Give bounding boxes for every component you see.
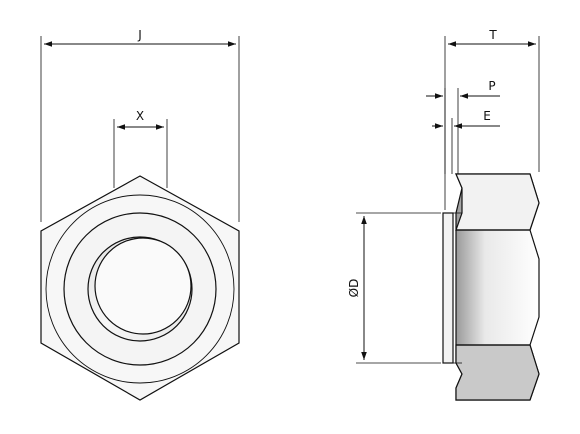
bore-inner <box>94 237 192 335</box>
dimension-P: P <box>426 79 500 174</box>
dimension-J: J <box>40 28 240 222</box>
hex-upper-face <box>455 173 540 231</box>
dimension-J-label: J <box>137 28 142 42</box>
chamfer-circle <box>45 194 235 384</box>
side-view <box>442 173 540 401</box>
dimension-D: ØD <box>347 212 441 364</box>
dimension-E: E <box>432 109 500 174</box>
front-view <box>40 175 240 401</box>
dimension-X-label: X <box>136 109 144 123</box>
hex-lower-face <box>455 344 540 401</box>
dimension-P-label: P <box>488 79 495 93</box>
dimension-E-label: E <box>483 109 491 123</box>
dimension-T-label: T <box>488 28 497 42</box>
weld-pilot <box>442 212 454 364</box>
dimension-X: X <box>113 109 168 188</box>
dimension-D-label: ØD <box>347 279 361 298</box>
